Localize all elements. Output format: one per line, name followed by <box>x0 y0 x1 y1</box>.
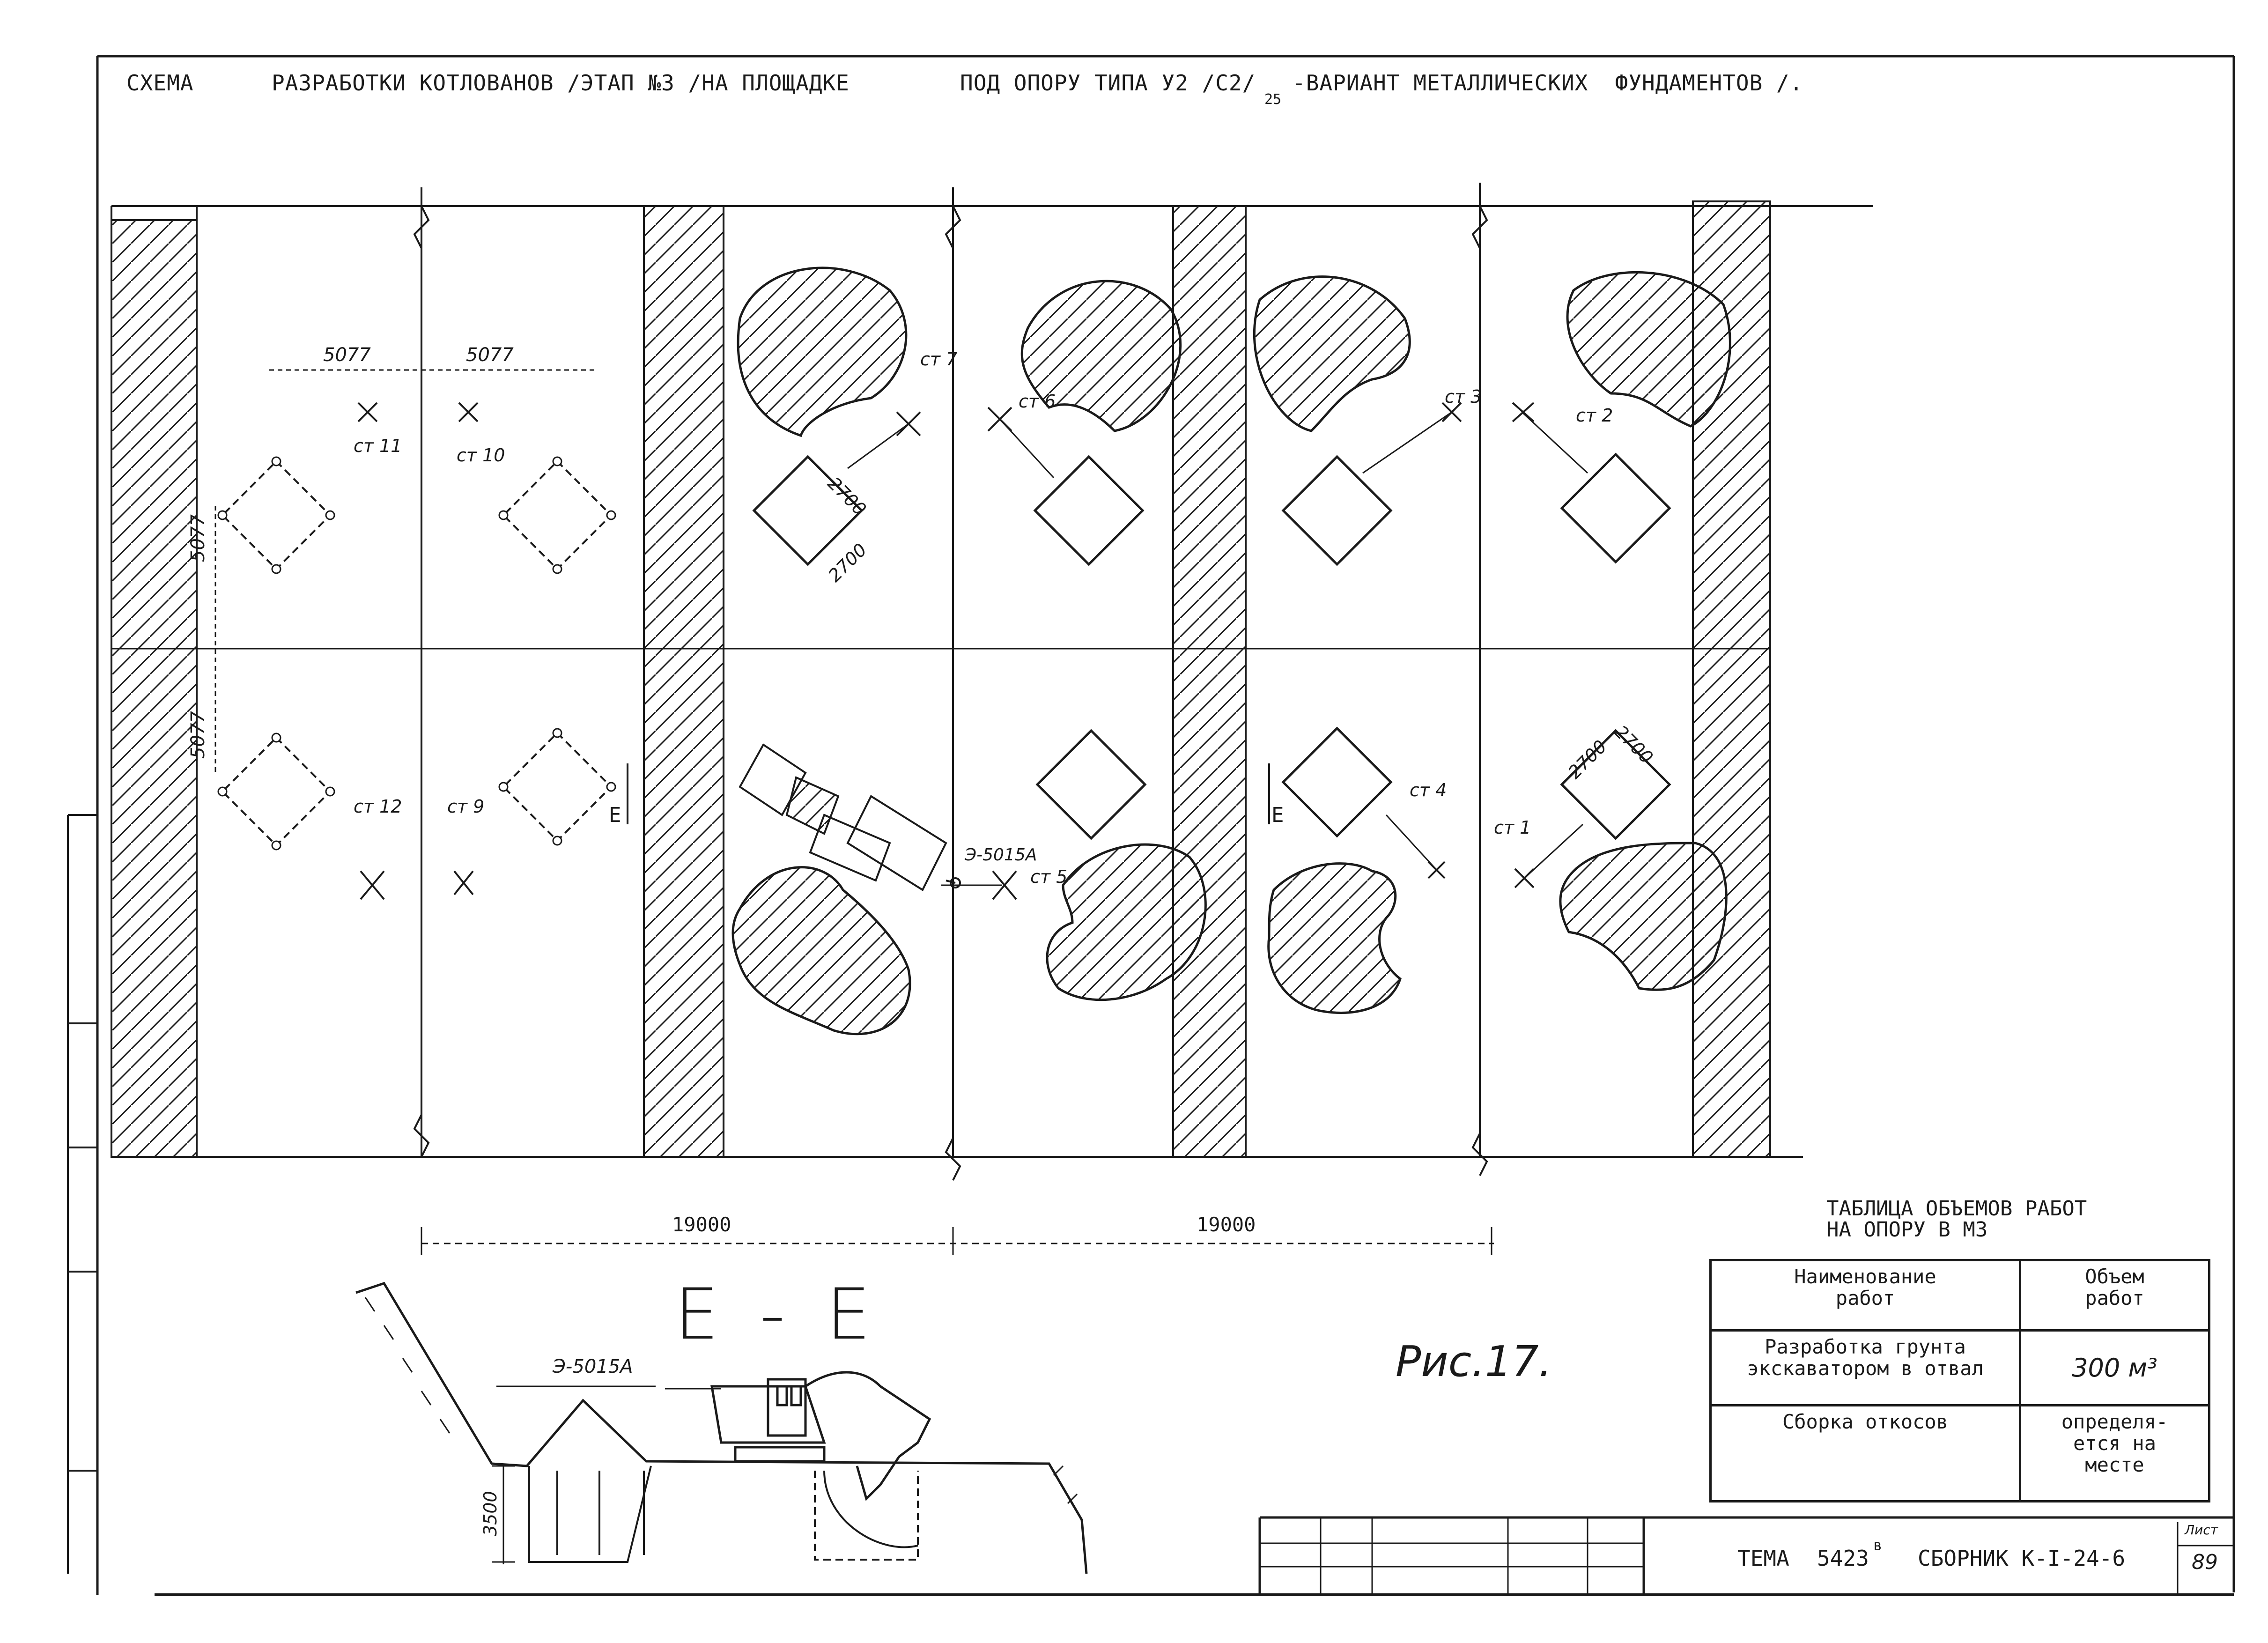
excavated-pits <box>752 452 1671 840</box>
planned-pits <box>221 460 613 847</box>
station-1: ст 1 <box>1494 817 1531 838</box>
excavator-section <box>496 1371 931 1501</box>
row-2-value-line2: ется на <box>2073 1432 2156 1455</box>
table-row: Сборка откосов определя- ется на месте <box>1709 1404 2210 1502</box>
pit-dimensions <box>214 369 595 773</box>
depth-label: 3500 <box>480 1491 501 1536</box>
spoil-strips <box>111 200 1771 1158</box>
span-dimension <box>421 1227 1494 1255</box>
header-value-cell: Объем работ <box>2019 1259 2210 1332</box>
spoil-heaps <box>731 266 1731 1036</box>
tema-label: ТЕМА <box>1737 1546 1789 1571</box>
station-5: ст 5 <box>1030 866 1068 887</box>
header-name-line2: работ <box>1835 1287 1895 1310</box>
site-plan <box>111 183 1873 1255</box>
dim-side-1: 5077 <box>187 514 209 562</box>
figure-caption: Рис.17. <box>1396 1337 1552 1386</box>
row-1-value: 300 м³ <box>2019 1329 2210 1406</box>
span-1: 19000 <box>672 1213 731 1236</box>
station-4: ст 4 <box>1410 780 1447 800</box>
row-2-value-line3: месте <box>2085 1453 2144 1476</box>
header-value-line2: работ <box>2085 1287 2144 1310</box>
row-1-name-line1: Разработка грунта <box>1765 1335 1966 1358</box>
tema-number: 5423 <box>1817 1546 1869 1571</box>
depth-dimension <box>492 1465 515 1564</box>
title-variant: -ВАРИАНТ МЕТАЛЛИЧЕСКИХ ФУНДАМЕНТОВ /. <box>1293 70 1803 96</box>
row-2-value-line1: определя- <box>2061 1410 2168 1433</box>
volume-table-title-line2: НА ОПОРУ В М3 <box>1826 1218 1988 1242</box>
section-arrows <box>627 763 1270 824</box>
terrain-hatch <box>364 1297 1078 1504</box>
sheet-label: Лист <box>2185 1522 2218 1538</box>
section-ee <box>355 1281 1088 1574</box>
collection-code: СБОРНИК К-I-24-6 <box>1918 1546 2126 1571</box>
row-2-name-line1: Сборка откосов <box>1782 1410 1948 1433</box>
section-mark-left: Е <box>609 803 621 827</box>
row-2-name-cell: Сборка откосов <box>1709 1404 2021 1502</box>
section-pits <box>528 1465 919 1563</box>
title-block <box>1258 1516 2234 1595</box>
row-1-name-line2: экскаватором в отвал <box>1747 1357 1984 1380</box>
table-header-row: Наименование работ Объем работ <box>1709 1259 2210 1332</box>
header-name-cell: Наименование работ <box>1709 1259 2021 1332</box>
title-main: РАЗРАБОТКИ КОТЛОВАНОВ /ЭТАП №3 /НА ПЛОЩА… <box>272 70 850 96</box>
volume-table-title-line1: ТАБЛИЦА ОБЪЕМОВ РАБОТ <box>1826 1197 2087 1221</box>
excavator-plan-label: Э-5015А <box>965 845 1037 865</box>
header-value-line1: Объем <box>2085 1265 2144 1288</box>
table-row: Разработка грунта экскаватором в отвал 3… <box>1709 1329 2210 1406</box>
section-excavator-label: Э-5015А <box>553 1356 633 1377</box>
station-10: ст 10 <box>457 445 505 466</box>
break-marks <box>413 183 1488 1181</box>
title-subscript: 25 <box>1264 91 1282 108</box>
station-9: ст 9 <box>447 796 485 817</box>
title-scheme: СХЕМА <box>126 70 194 96</box>
station-12: ст 12 <box>354 796 402 817</box>
excavator-plan <box>739 743 961 891</box>
leader-lines <box>847 411 1588 886</box>
dim-top-2: 5077 <box>466 344 514 366</box>
section-title: Е - Е <box>674 1274 880 1355</box>
header-name-line1: Наименование <box>1794 1265 1936 1288</box>
volume-table: Наименование работ Объем работ Разработк… <box>1709 1259 2210 1502</box>
title-support-type: ПОД ОПОРУ ТИПА У2 /С2/ <box>960 70 1256 96</box>
row-1-name-cell: Разработка грунта экскаватором в отвал <box>1709 1329 2021 1406</box>
dim-side-2: 5077 <box>187 711 209 759</box>
binding-strip <box>67 814 98 1574</box>
station-7: ст 7 <box>920 349 958 370</box>
station-3: ст 3 <box>1445 386 1482 407</box>
station-11: ст 11 <box>354 436 402 456</box>
station-2: ст 2 <box>1576 405 1613 426</box>
strip-boundaries <box>196 206 1771 1157</box>
span-2: 19000 <box>1197 1213 1256 1236</box>
dim-top-1: 5077 <box>323 344 371 366</box>
pit-corner-dots <box>217 456 616 851</box>
row-2-value-cell: определя- ется на месте <box>2019 1404 2210 1502</box>
tema-superscript: в <box>1873 1536 1883 1554</box>
section-mark-right: Е <box>1271 803 1284 827</box>
station-6: ст 6 <box>1019 391 1056 412</box>
sheet-frame <box>67 55 2235 1596</box>
sheet-number: 89 <box>2192 1550 2218 1574</box>
